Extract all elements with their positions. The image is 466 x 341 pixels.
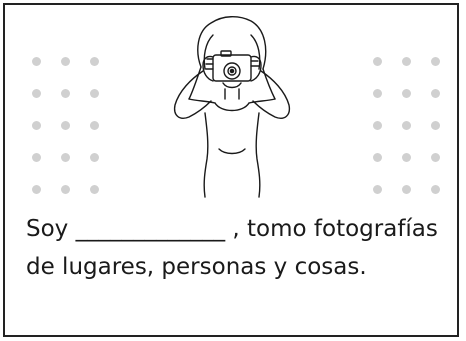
dot (32, 121, 41, 130)
dot (90, 89, 99, 98)
dot (431, 121, 440, 130)
dot (61, 153, 70, 162)
dot (90, 153, 99, 162)
dot (373, 153, 382, 162)
dot (32, 57, 41, 66)
dot (431, 57, 440, 66)
dot (402, 185, 411, 194)
dot (402, 153, 411, 162)
dot (402, 89, 411, 98)
dot (402, 57, 411, 66)
dot (61, 121, 70, 130)
dot (61, 89, 70, 98)
left-dot-pattern (32, 57, 99, 194)
caption-text: Soy _____________ , tomo fotografías de … (26, 216, 438, 280)
activity-card: Soy _____________ , tomo fotografías de … (3, 3, 459, 337)
person-with-camera-icon (173, 16, 291, 198)
dot (373, 89, 382, 98)
dot (61, 185, 70, 194)
dot (373, 121, 382, 130)
dot (90, 121, 99, 130)
dot (431, 185, 440, 194)
dot (32, 153, 41, 162)
dot (32, 89, 41, 98)
dot (431, 89, 440, 98)
dot (431, 153, 440, 162)
dot (373, 185, 382, 194)
dot (402, 121, 411, 130)
right-dot-pattern (373, 57, 440, 194)
dot (373, 57, 382, 66)
dot (61, 57, 70, 66)
dot (32, 185, 41, 194)
dot (90, 185, 99, 194)
dot (90, 57, 99, 66)
